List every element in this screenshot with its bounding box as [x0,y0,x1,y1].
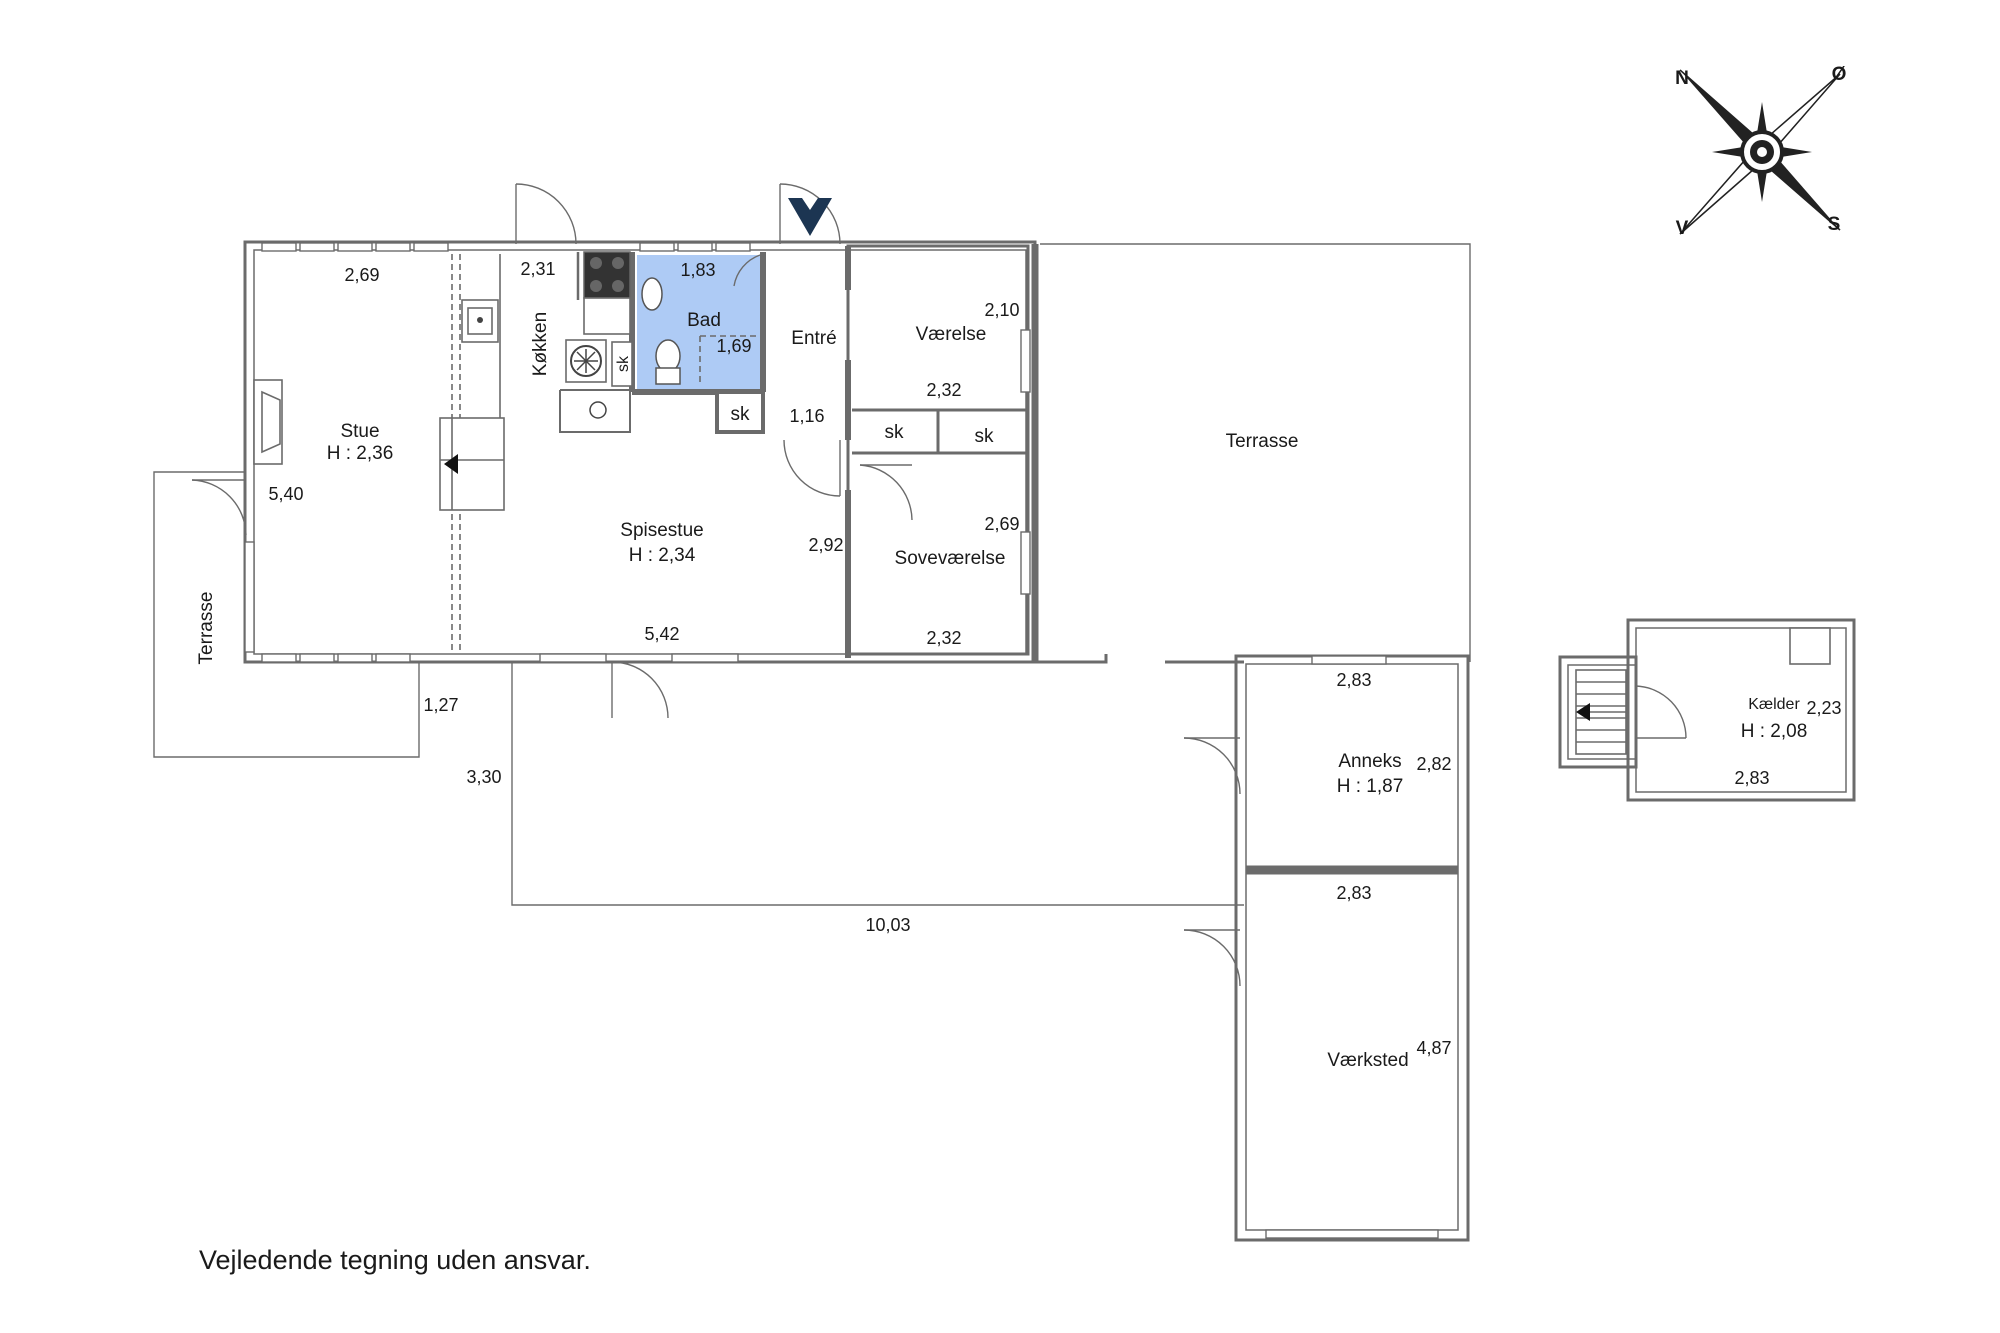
dim-stue-length: 5,40 [268,484,303,504]
dim-court-width: 10,03 [865,915,910,935]
room-bad-name: Bad [687,310,721,331]
dim-vaerelse-width: 2,32 [926,380,961,400]
terrace-west-area [153,471,420,758]
dim-spisestue-depth: 2,92 [808,535,843,555]
compass-south: S [1828,214,1841,235]
dim-stue-width: 2,69 [344,265,379,285]
closet-label-kitchen: sk [615,355,632,372]
room-vaerksted-name: Værksted [1327,1050,1408,1071]
compass-rose-icon [1679,69,1841,235]
dim-entre-width: 1,16 [789,406,824,426]
room-anneks-height: H : 1,87 [1337,776,1404,797]
dim-vaerksted-depth: 4,87 [1416,1038,1451,1058]
room-stue-name: Stue [340,421,379,442]
room-anneks-name: Anneks [1338,751,1401,772]
disclaimer-text: Vejledende tegning uden ansvar. [199,1245,591,1275]
courtyard-outline [511,662,1244,906]
dim-anneks-width: 2,83 [1336,670,1371,690]
hob [583,251,631,299]
room-terrasse-east-name: Terrasse [1226,431,1299,452]
main-house-walls [243,240,1244,664]
closet-label-entry: sk [731,404,751,425]
dim-court-depth: 3,30 [466,767,501,787]
dim-kaelder-depth: 2,23 [1806,698,1841,718]
compass-east: Ø [1832,64,1847,85]
fixtures [253,198,832,511]
dim-vaerelse-depth: 2,10 [984,300,1019,320]
room-spisestue-height: H : 2,34 [629,545,696,566]
dim-sovevaerelse-depth: 2,69 [984,514,1019,534]
dim-vaerksted-width: 2,83 [1336,883,1371,903]
room-kokken-name: Køkken [530,312,551,376]
dim-bad-width: 1,83 [680,260,715,280]
dim-kokken-width: 2,31 [520,259,555,279]
room-stue-height: H : 2,36 [327,443,394,464]
dim-kaelder-width: 2,83 [1734,768,1769,788]
room-kaelder-name: Kælder [1748,696,1800,713]
annex-walls [1234,654,1470,1242]
room-spisestue-name: Spisestue [620,520,703,541]
dim-terrasse-west-depth: 1,27 [423,695,458,715]
dim-bad-depth: 1,69 [716,336,751,356]
room-terrasse-west-name: Terrasse [196,592,217,665]
dim-sovevaerelse-width: 2,32 [926,628,961,648]
room-vaerelse-name: Værelse [916,324,987,345]
closet-label-vaerelse-1: sk [885,422,905,443]
closet-label-vaerelse-2: sk [975,426,995,447]
room-sovevaerelse-name: Soveværelse [895,548,1006,569]
room-kaelder-height: H : 2,08 [1741,721,1808,742]
cellar-walls [1558,618,1856,802]
dim-anneks-depth: 2,82 [1416,754,1451,774]
compass-west: V [1676,218,1689,239]
compass-north: N [1675,68,1689,89]
room-entre-name: Entré [791,328,836,349]
entrance-marker [788,198,832,236]
terrace-east-area [1040,243,1471,662]
dim-spisestue-width: 5,42 [644,624,679,644]
